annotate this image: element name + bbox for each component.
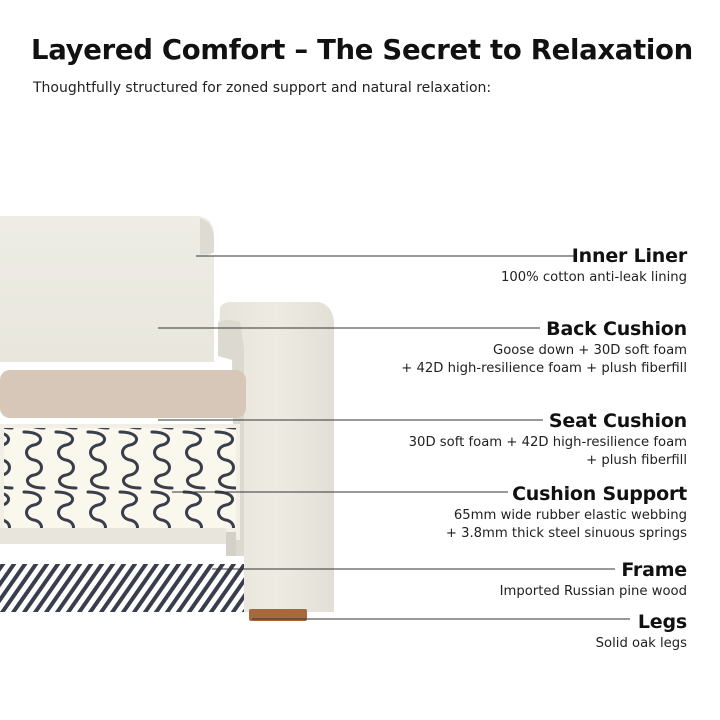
label-back-cushion: Back Cushion Goose down + 30D soft foam … — [401, 317, 687, 378]
layer-name: Cushion Support — [512, 483, 687, 505]
label-inner-liner: Inner Liner 100% cotton anti-leak lining — [501, 244, 687, 287]
label-legs: Legs Solid oak legs — [595, 610, 688, 653]
page-subtitle: Thoughtfully structured for zoned suppor… — [33, 80, 492, 96]
label-seat-cushion: Seat Cushion 30D soft foam + 42D high-re… — [408, 409, 688, 470]
page-title: Layered Comfort – The Secret to Relaxati… — [31, 34, 693, 66]
layer-desc: + 42D high-resilience foam + plush fiber… — [401, 361, 687, 376]
label-frame: Frame Imported Russian pine wood — [499, 558, 688, 601]
sofa-leg — [249, 609, 307, 621]
inner-liner-band — [0, 370, 246, 418]
layer-desc: Goose down + 30D soft foam — [492, 343, 687, 358]
layer-desc: 100% cotton anti-leak lining — [501, 270, 687, 285]
label-cushion-support: Cushion Support 65mm wide rubber elastic… — [446, 482, 687, 543]
layer-desc: 30D soft foam + 42D high-resilience foam — [408, 435, 687, 450]
layer-name: Inner Liner — [571, 245, 687, 267]
layer-name: Seat Cushion — [548, 410, 687, 432]
back-cushion-shape — [0, 216, 214, 362]
frame-hatch — [0, 562, 244, 612]
armrest-shape — [218, 302, 334, 612]
layer-desc: + 3.8mm thick steel sinuous springs — [445, 526, 687, 541]
layer-name: Legs — [637, 611, 687, 633]
spring-panel — [4, 428, 236, 528]
layer-desc: 65mm wide rubber elastic webbing — [453, 508, 687, 523]
layer-name: Frame — [621, 559, 687, 581]
layer-name: Back Cushion — [546, 318, 687, 340]
layer-desc: + plush fiberfill — [586, 453, 687, 468]
layer-desc: Imported Russian pine wood — [499, 584, 687, 599]
layer-desc: Solid oak legs — [595, 636, 687, 651]
